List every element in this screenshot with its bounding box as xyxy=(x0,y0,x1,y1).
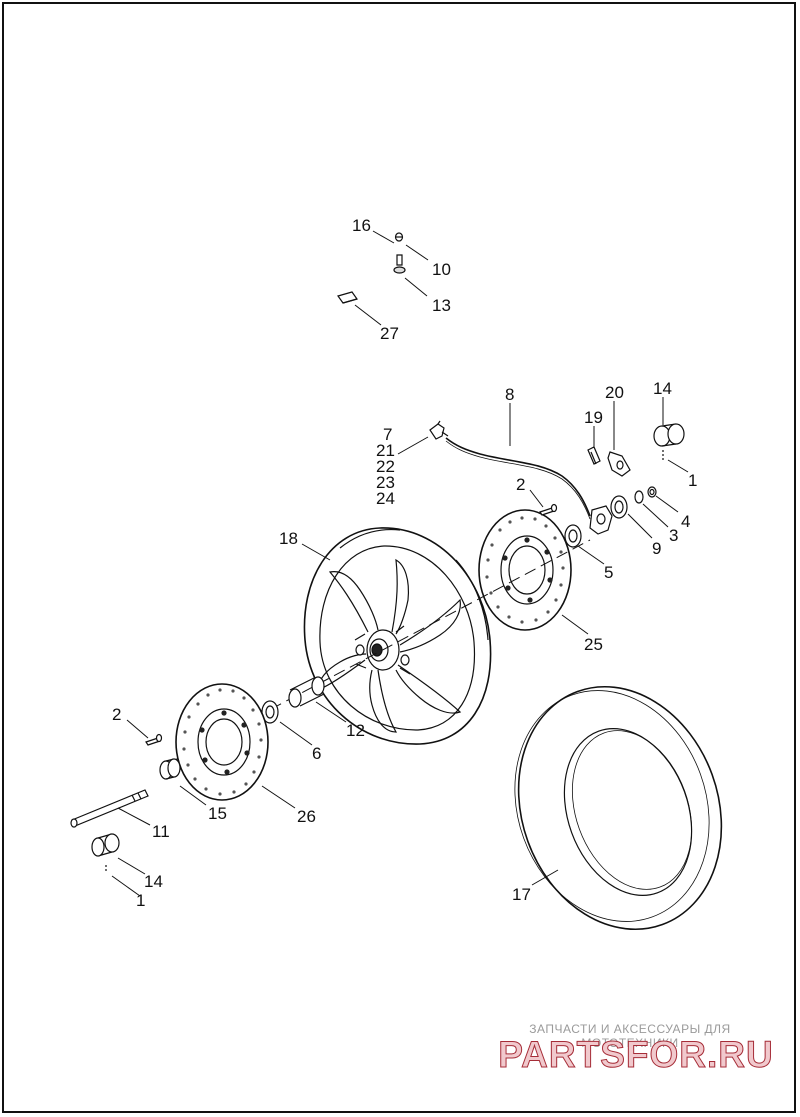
callout-8: 8 xyxy=(505,385,514,404)
cast-wheel xyxy=(303,527,492,745)
spacer-sleeve-14-top xyxy=(653,423,685,447)
callout-6: 6 xyxy=(312,744,321,763)
spacer-sleeve-14-bottom xyxy=(91,833,120,873)
balance-weight xyxy=(337,291,358,304)
callout-26: 26 xyxy=(297,807,316,826)
callout-13: 13 xyxy=(432,296,451,315)
callout-14-bottom: 14 xyxy=(144,872,163,891)
brake-rotor-right xyxy=(478,509,572,631)
callout-20: 20 xyxy=(605,383,624,402)
watermark-brand: PARTSFOR.RU xyxy=(498,1034,774,1076)
callout-10: 10 xyxy=(432,260,451,279)
nut-4 xyxy=(647,486,657,498)
callout-labels: 16 10 13 27 8 20 14 19 7 21 22 23 24 1 2… xyxy=(112,216,697,910)
axle xyxy=(70,789,149,828)
callout-18: 18 xyxy=(279,529,298,548)
callout-1-bottom: 1 xyxy=(136,891,145,910)
callout-25: 25 xyxy=(584,635,603,654)
wheel-speed-sensor xyxy=(429,420,591,520)
callout-14-top: 14 xyxy=(653,379,672,398)
callout-17: 17 xyxy=(512,885,531,904)
callout-7: 7 xyxy=(383,425,392,444)
callout-22: 22 xyxy=(376,457,395,476)
bolt-2-right xyxy=(539,503,558,516)
callout-23: 23 xyxy=(376,473,395,492)
callout-2-left: 2 xyxy=(112,705,121,724)
callout-27: 27 xyxy=(380,324,399,343)
callout-4: 4 xyxy=(681,512,690,531)
bolt-2-left xyxy=(145,733,163,746)
callout-11: 11 xyxy=(152,822,170,841)
callout-2-right: 2 xyxy=(516,475,525,494)
tire xyxy=(514,685,723,931)
bracket-20 xyxy=(607,451,631,477)
callout-16: 16 xyxy=(352,216,371,235)
bearing-5 xyxy=(564,524,582,548)
hub-spacer xyxy=(288,676,325,708)
callout-15: 15 xyxy=(208,804,227,823)
leader-lines xyxy=(111,230,689,897)
callout-5: 5 xyxy=(604,563,613,582)
sensor-bracket xyxy=(589,505,613,535)
rotor-ring-9 xyxy=(610,495,628,519)
callout-24: 24 xyxy=(376,489,395,508)
clip-19 xyxy=(587,446,601,465)
watermark-tagline: ЗАПЧАСТИ И АКСЕССУАРЫ ДЛЯ МОТОТЕХНИКИ xyxy=(529,1022,731,1050)
callout-9: 9 xyxy=(652,539,661,558)
brake-rotor-left xyxy=(175,683,269,801)
callout-3: 3 xyxy=(669,526,678,545)
callout-19: 19 xyxy=(584,408,603,427)
callout-1-top: 1 xyxy=(688,471,697,490)
callout-21: 21 xyxy=(376,441,395,460)
valve-cap xyxy=(394,232,404,242)
valve-stem xyxy=(393,254,406,274)
washer-3 xyxy=(634,490,644,504)
callout-12: 12 xyxy=(346,721,365,740)
spacer-15 xyxy=(159,758,181,780)
